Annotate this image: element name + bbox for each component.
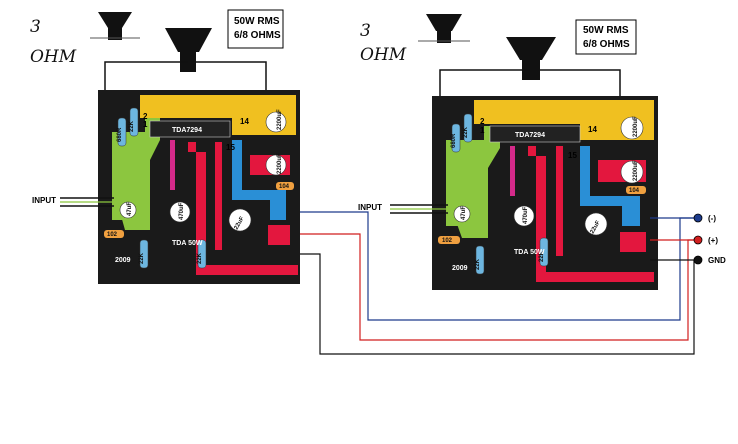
- ground-terminal-label: GND: [708, 256, 726, 265]
- right-cap-104: 104: [629, 188, 640, 194]
- left-large-speaker-icon: [165, 28, 212, 72]
- left-impedance-unit: OHM: [30, 47, 77, 67]
- right-power-rating-line1: 50W RMS: [583, 25, 629, 36]
- left-cap-2200uf-b: 2200uF: [277, 153, 283, 174]
- right-resistor-22k-a: 22K: [463, 126, 469, 138]
- right-pin-14: 14: [588, 125, 597, 134]
- right-resistor-22k-c: 22K: [539, 250, 545, 262]
- left-pin-14: 14: [240, 117, 249, 126]
- right-resistor-680r: 680R: [451, 133, 457, 148]
- left-resistor-22k-a: 22K: [129, 120, 135, 132]
- left-amplifier-board: 3 OHM 50W RMS 6/8 OHMS: [30, 9, 300, 284]
- right-cap-2200uf-a: 2200uF: [633, 116, 639, 137]
- left-power-rating-line2: 6/8 OHMS: [234, 30, 281, 41]
- left-resistor-680r: 680R: [117, 127, 123, 142]
- positive-terminal-label: (+): [708, 236, 718, 245]
- right-impedance-unit: OHM: [360, 45, 407, 65]
- left-pin-15: 15: [226, 143, 235, 152]
- right-pin-1: 1: [480, 126, 485, 135]
- right-cap-47uf: 47uF: [461, 206, 467, 220]
- left-cap-470uf: 470uF: [179, 202, 185, 220]
- right-large-speaker-icon: [506, 37, 556, 80]
- left-cap-47uf: 47uF: [127, 202, 133, 216]
- right-pin-15: 15: [568, 151, 577, 160]
- right-cap-102: 102: [442, 238, 453, 244]
- left-input-label: INPUT: [32, 196, 56, 205]
- right-cap-470uf: 470uF: [523, 206, 529, 224]
- right-power-rating-box: 50W RMS 6/8 OHMS: [575, 19, 637, 55]
- left-tda7294-chip: [149, 120, 231, 138]
- right-pin-2: 2: [480, 117, 485, 126]
- left-board-year: 2009: [115, 257, 131, 264]
- left-pin-2: 2: [143, 112, 148, 121]
- right-board-title: TDA 50W: [514, 249, 545, 256]
- ground-terminal-icon: [693, 255, 703, 265]
- negative-terminal-label: (-): [708, 214, 716, 223]
- left-cap-104: 104: [279, 184, 290, 190]
- left-power-rating-line1: 50W RMS: [234, 16, 280, 27]
- right-input-label: INPUT: [358, 203, 382, 212]
- left-resistor-22k-b: 22K: [139, 252, 145, 264]
- right-chip-label: TDA7294: [515, 132, 545, 139]
- left-cap-102: 102: [107, 232, 118, 238]
- left-small-speaker-icon: [90, 12, 140, 40]
- right-cap-2200uf-b: 2200uF: [633, 160, 639, 181]
- left-impedance-value: 3: [30, 17, 41, 37]
- positive-terminal-icon: [693, 235, 703, 245]
- ground-supply-wire: [300, 253, 695, 355]
- negative-terminal-icon: [693, 213, 703, 223]
- power-supply-wiring: (-) (+) GND: [300, 211, 726, 355]
- right-power-rating-line2: 6/8 OHMS: [583, 39, 630, 50]
- right-tda7294-chip: [489, 125, 581, 143]
- right-small-speaker-icon: [418, 14, 470, 43]
- right-amplifier-board: 3 OHM 50W RMS 6/8 OHMS TDA7294 2: [358, 14, 658, 290]
- right-impedance-value: 3: [360, 21, 371, 41]
- left-power-rating-box: 50W RMS 6/8 OHMS: [227, 9, 284, 49]
- left-pin-1: 1: [143, 120, 148, 129]
- left-cap-2200uf-a: 2200uF: [277, 109, 283, 130]
- right-resistor-22k-b: 22K: [475, 258, 481, 270]
- left-chip-label: TDA7294: [172, 127, 202, 134]
- right-board-year: 2009: [452, 265, 468, 272]
- left-resistor-22k-c: 22K: [197, 252, 203, 264]
- left-board-title: TDA 50W: [172, 240, 203, 247]
